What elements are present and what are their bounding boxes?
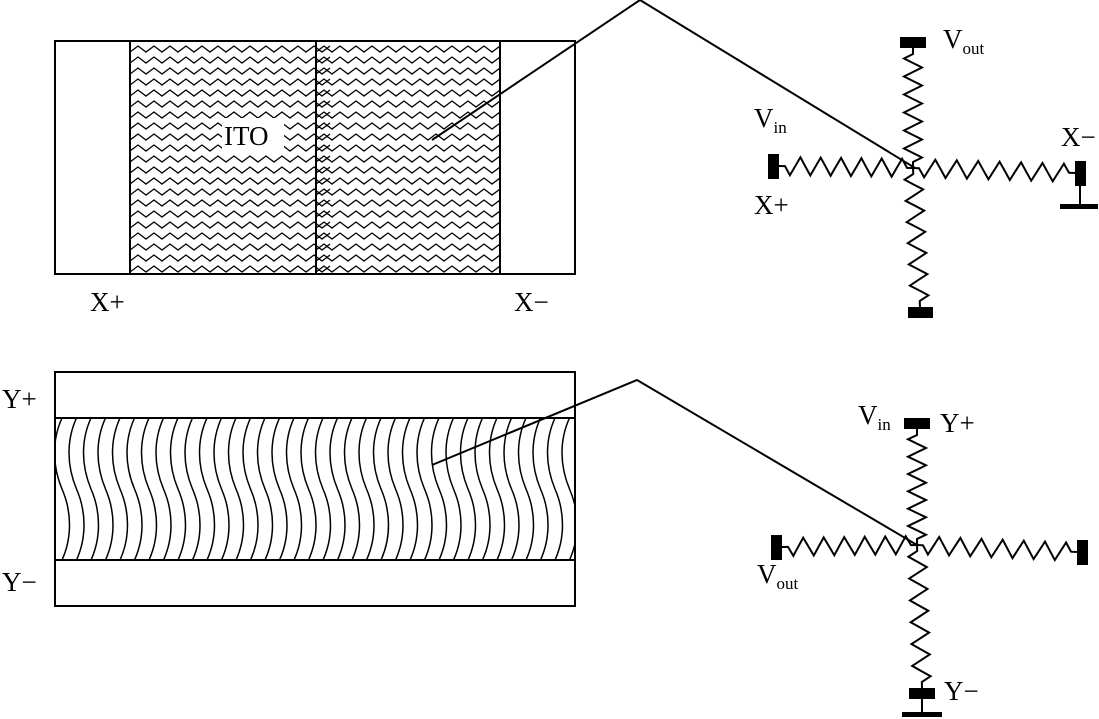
bottom-callout-line — [431, 378, 918, 546]
vin-sub-y: in — [878, 415, 892, 434]
y-plus-terminal — [904, 418, 930, 429]
y-panel-frame — [54, 371, 576, 607]
y-layer-panel: Y+ Y− — [2, 371, 576, 607]
vin-sub: in — [774, 118, 788, 137]
x-plus-terminal — [768, 154, 779, 179]
bottom-terminal-x — [908, 307, 933, 318]
resistor-left — [778, 155, 914, 179]
vin-label-x: Vin — [754, 103, 787, 137]
right-terminal-y — [1077, 540, 1088, 565]
resistor-down — [902, 167, 931, 308]
x-measurement-circuit: Vout Vin X+ X− — [754, 24, 1098, 318]
y-minus-terminal-label: Y− — [944, 676, 979, 706]
x-plus-terminal-label: X+ — [754, 190, 789, 220]
resistor-up-y — [905, 429, 929, 545]
resistor-up — [901, 48, 925, 168]
vin-label-y: Vin — [858, 400, 891, 434]
vout-v: V — [943, 24, 963, 54]
y-plus-terminal-label: Y+ — [940, 408, 975, 438]
vout-sub-y: out — [777, 574, 799, 593]
x-plus-label: X+ — [90, 287, 125, 317]
vout-label-y: Vout — [757, 559, 799, 593]
ito-wave-pattern — [55, 418, 575, 560]
zigzag-lines — [130, 41, 500, 273]
ito-label: ITO — [224, 121, 269, 151]
vout-v-y: V — [757, 559, 777, 589]
vin-v: V — [754, 103, 774, 133]
ito-zigzag-pattern — [130, 41, 500, 273]
y-measurement-circuit: Vin Y+ Vout Y− — [757, 400, 1088, 717]
ground-bar-y — [902, 712, 942, 717]
y-minus-terminal — [909, 688, 935, 699]
x-minus-terminal — [1075, 161, 1086, 186]
y-minus-label: Y− — [2, 567, 37, 597]
top-callout-line — [431, 0, 916, 169]
vout-label-x: Vout — [943, 24, 985, 58]
wave-lines — [55, 418, 575, 560]
x-minus-label: X− — [514, 287, 549, 317]
x-minus-terminal-label: X− — [1061, 122, 1096, 152]
vin-v-y: V — [858, 400, 878, 430]
y-plus-label: Y+ — [2, 384, 37, 414]
ito-label-bg — [222, 118, 284, 152]
ground-bar — [1060, 204, 1098, 209]
resistor-right — [912, 157, 1076, 184]
resistor-right-y — [916, 535, 1078, 562]
resistor-down-y — [906, 544, 933, 689]
vout-terminal-left — [771, 535, 782, 560]
vout-terminal-top — [900, 37, 926, 48]
x-layer-panel: ITO X+ X− — [54, 40, 576, 317]
resistor-left-y — [781, 534, 918, 558]
vout-sub: out — [963, 39, 985, 58]
